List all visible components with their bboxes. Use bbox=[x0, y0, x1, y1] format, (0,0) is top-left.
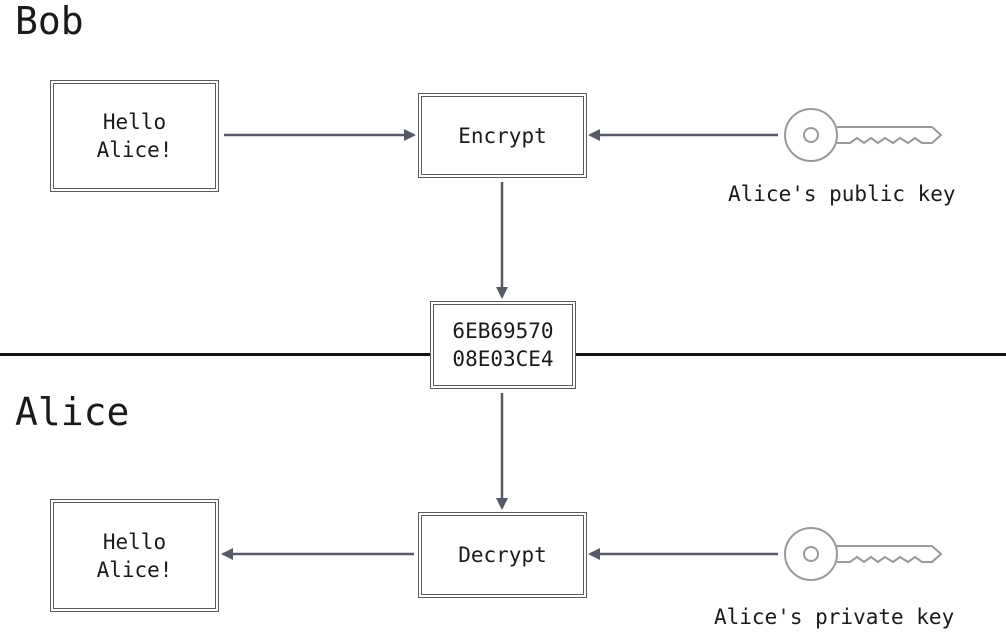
section-label-bob: Bob bbox=[15, 0, 84, 43]
key-icon bbox=[784, 108, 943, 162]
decrypt-box: Decrypt bbox=[418, 512, 587, 598]
plaintext-box-bottom: Hello Alice! bbox=[50, 499, 219, 612]
ciphertext-box: 6EB69570 08E03CE4 bbox=[430, 301, 576, 389]
public-key-label: Alice's public key bbox=[728, 182, 956, 206]
private-key-label: Alice's private key bbox=[714, 605, 955, 629]
encrypt-box: Encrypt bbox=[418, 93, 587, 178]
key-icon bbox=[784, 527, 943, 581]
plaintext-box-top: Hello Alice! bbox=[50, 80, 219, 192]
section-label-alice: Alice bbox=[15, 390, 130, 434]
